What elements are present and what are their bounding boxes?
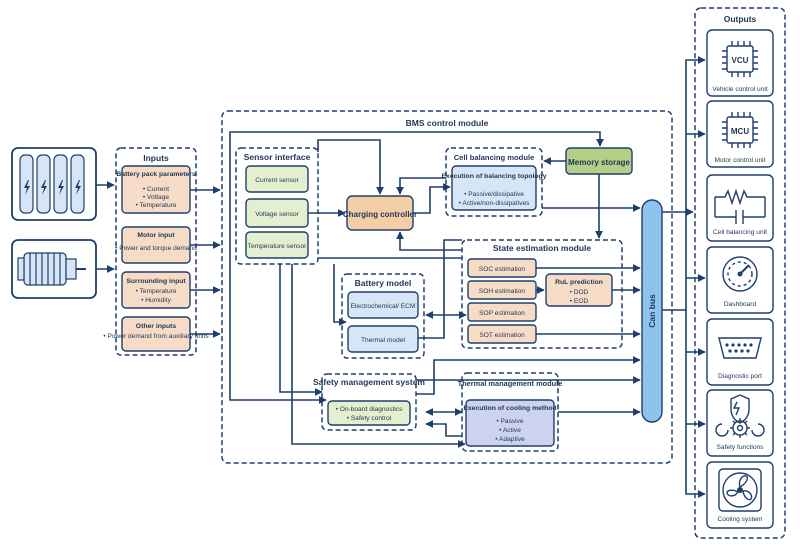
thermal-title: Thermal management module [458,379,563,388]
output-vcu: VCU Vehicle control unit [706,29,774,97]
svg-text:• On-board diagnostics: • On-board diagnostics [336,406,404,413]
obd-port-icon [718,337,762,359]
input-bullet: • Power and torque demand [115,245,197,252]
input-motor: Motor input • Power and torque demand [115,226,197,264]
output-label: Cooling system [717,516,763,523]
memory-storage: Memory storage [565,147,633,175]
inputs-title: Inputs [143,153,169,163]
safety-controls: • On-board diagnostics • Safety control [327,400,411,426]
svg-text:Execution of cooling method: Execution of cooling method [463,405,556,412]
svg-text:SOP estimation: SOP estimation [479,310,525,317]
thermal-model: Thermal model [347,325,419,353]
svg-text:Memory storage: Memory storage [568,158,630,167]
battery-model [341,273,425,359]
input-bullet: • Current [143,186,169,193]
current-sensor: Current sensor [245,165,309,193]
output-diagnostic-port: Diagnostic port [706,318,774,386]
battery-model-title: Battery model [355,278,412,288]
state-estimation-module [461,239,623,349]
temperature-sensor: Temperature sensor [245,231,309,259]
sop-estimation: SOP estimation [467,302,537,322]
svg-text:• Passive: • Passive [496,418,524,425]
balancing-topology: Execution of balancing topology • Passiv… [442,165,547,211]
charging-controller: Charging controller [343,195,417,231]
rul-prediction: RuL prediction • DOD • EOD [545,273,613,307]
output-label: Safety functions [717,444,765,451]
output-cooling-system: Cooling system [706,461,774,529]
input-title: Surrounding input [126,278,186,285]
svg-text:Charging controller: Charging controller [343,210,417,219]
svg-text:Current sensor: Current sensor [255,177,299,184]
input-title: Motor input [137,232,175,239]
svg-text:RuL prediction: RuL prediction [555,279,603,286]
input-battery-pack: Battery pack parameters • Current • Volt… [116,165,196,214]
svg-text:Thermal model: Thermal model [361,337,406,344]
vcu-chip-icon: VCU [722,41,758,77]
svg-text:Execution of balancing topolog: Execution of balancing topology [442,173,547,180]
voltage-sensor: Voltage sensor [245,198,309,228]
output-cell-balancing: Cell balancing unit [706,174,774,242]
outputs-title: Outputs [724,14,757,24]
input-surrounding: Surrounding input • Temperature • Humidi… [121,271,191,309]
fan-icon [718,468,762,512]
motor-icon [11,239,97,299]
svg-text:Voltage sensor: Voltage sensor [255,211,299,218]
soc-estimation: SOC estimation [467,258,537,278]
svg-text:VCU: VCU [732,56,749,65]
cooling-method: Execution of cooling method • Passive • … [463,399,557,447]
circuit-icon [714,188,766,224]
input-bullet: • Humidity [141,297,171,304]
connectors [96,56,706,498]
svg-text:• Active/non-dissipatives: • Active/non-dissipatives [459,200,531,207]
cell-balancing-module [445,147,543,217]
electrochemical-model: Electrochemical/ ECM [347,291,419,319]
svg-text:SOT estimation: SOT estimation [479,332,525,339]
input-bullet: • Temperature [135,288,176,295]
bms-title: BMS control module [406,118,489,128]
sensor-interface-title: Sensor interface [244,152,311,162]
svg-text:SOC estimation: SOC estimation [479,266,526,273]
can-bus: Can bus [641,199,663,423]
state-estimation-title: State estimation module [493,243,592,253]
svg-text:Temperature sensor: Temperature sensor [248,243,307,250]
sensor-interface [235,147,319,265]
gauge-icon [722,256,758,292]
svg-text:• EOD: • EOD [570,298,589,305]
inputs-panel [115,147,197,356]
output-label: Dashboard [724,301,757,308]
input-title: Other inputs [136,323,177,330]
output-label: Vehicle control unit [712,86,768,93]
mcu-chip-icon: MCU [722,112,758,148]
svg-text:• Adaptive: • Adaptive [495,436,525,443]
output-mcu: MCU Motor control unit [706,100,774,168]
input-bullet: • Voltage [143,194,169,201]
input-bullet: • Temperature [135,202,176,209]
svg-text:SOH estimation: SOH estimation [479,288,526,295]
shield-gear-icon [715,394,765,438]
output-label: Motor control unit [715,157,766,164]
outputs-panel [694,7,786,539]
soh-estimation: SOH estimation [467,280,537,300]
output-label: Diagnostic port [718,373,762,380]
svg-text:• Active: • Active [499,427,521,434]
svg-text:• Safety control: • Safety control [347,415,392,422]
svg-text:• DOD: • DOD [570,289,589,296]
input-bullet: • Power demand from auxiliary units [103,333,209,340]
svg-text:Can bus: Can bus [647,294,657,328]
bms-control-module [221,110,673,464]
output-dashboard: Dashboard [706,246,774,314]
output-label: Cell balancing unit [713,229,767,236]
svg-text:Electrochemical/ ECM: Electrochemical/ ECM [351,303,416,310]
cell-balancing-title: Cell balancing module [454,153,535,162]
input-title: Battery pack parameters [116,171,196,178]
output-safety-functions: Safety functions [706,389,774,457]
svg-text:• Passive/dissipative: • Passive/dissipative [464,191,524,198]
safety-title: Safety management system [313,377,425,387]
svg-text:MCU: MCU [731,127,749,136]
battery-cells-icon [11,147,97,221]
sot-estimation: SOT estimation [467,324,537,344]
